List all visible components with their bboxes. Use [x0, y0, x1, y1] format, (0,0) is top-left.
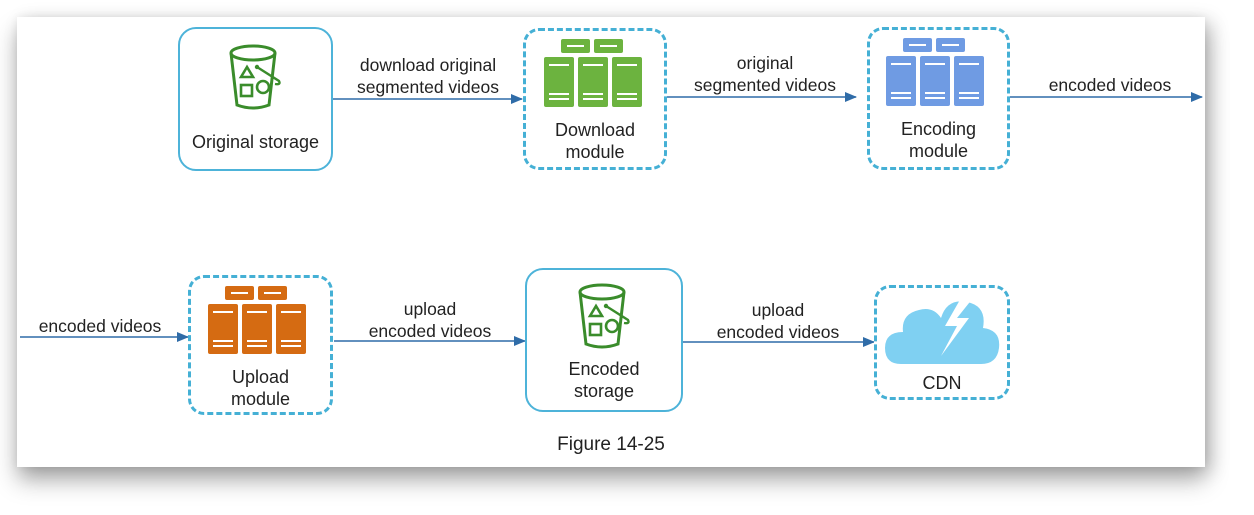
node-cdn[interactable]: CDN: [874, 285, 1010, 400]
edge-label-encoding-out: encoded videos: [1048, 75, 1172, 95]
node-label: Download module: [554, 120, 636, 162]
node-encoding-module[interactable]: Encoding module: [867, 27, 1010, 170]
edge-label-original-to-download: download original segmented videos: [356, 55, 500, 97]
node-label: Upload module: [230, 367, 291, 409]
cloud-lightning-icon: [885, 298, 1000, 364]
node-label: Encoded storage: [568, 359, 640, 401]
bucket-icon: [578, 283, 630, 349]
node-label: Original storage: [191, 132, 320, 152]
bucket-icon: [229, 44, 281, 110]
edge-label-upload-to-encoded: upload encoded videos: [368, 299, 492, 341]
server-cluster-icon: [886, 38, 984, 106]
server-cluster-icon: [208, 286, 306, 354]
node-label: CDN: [922, 373, 962, 393]
edge-label-in-to-upload: encoded videos: [38, 316, 162, 336]
node-original-storage[interactable]: Original storage: [178, 27, 333, 171]
node-upload-module[interactable]: Upload module: [188, 275, 333, 415]
figure-caption: Figure 14-25: [557, 434, 665, 455]
edge-label-encoded-to-cdn: upload encoded videos: [716, 300, 840, 342]
server-cluster-icon: [544, 39, 642, 107]
node-label: Encoding module: [900, 119, 977, 161]
node-encoded-storage[interactable]: Encoded storage: [525, 268, 683, 412]
edge-label-download-to-encoding: original segmented videos: [693, 53, 837, 95]
node-download-module[interactable]: Download module: [523, 28, 667, 170]
